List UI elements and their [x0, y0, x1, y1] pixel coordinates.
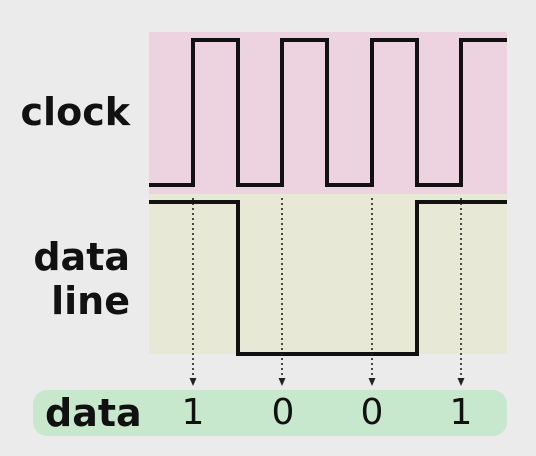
sample-arrow-head	[368, 378, 376, 386]
sample-arrows	[189, 198, 465, 386]
sample-arrow-head	[278, 378, 286, 386]
data-line-label-line1: data	[33, 235, 130, 279]
data-bit: 1	[449, 392, 473, 433]
sample-arrow-head	[457, 378, 465, 386]
data-bit: 0	[360, 392, 384, 433]
data-line-waveform	[149, 200, 507, 356]
clock-label: clock	[20, 90, 130, 134]
data-line-band	[149, 194, 507, 354]
data-bit: 1	[181, 392, 205, 433]
data-line-label: data line	[33, 235, 130, 323]
data-row-label: data	[45, 391, 142, 435]
clock-waveform	[149, 38, 507, 187]
sample-arrow-head	[189, 378, 197, 386]
data-bit: 0	[271, 392, 295, 433]
data-row: data 1 0 0 1	[33, 390, 507, 436]
data-line-label-line2: line	[51, 279, 130, 323]
